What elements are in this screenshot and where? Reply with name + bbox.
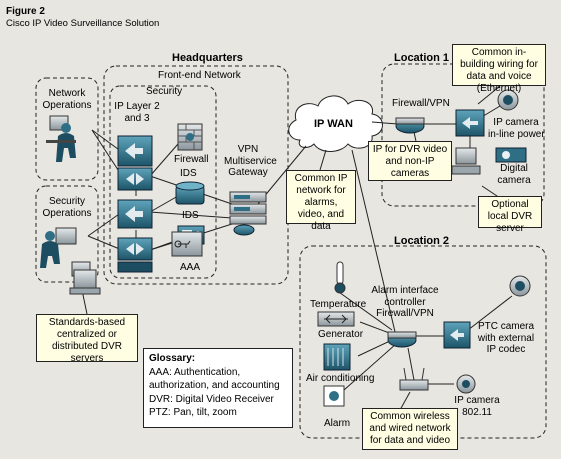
location2-boundary bbox=[299, 245, 547, 439]
hq-router-mid bbox=[117, 167, 153, 191]
inbuilding-wiring-note: Common in-building wiring for data and v… bbox=[452, 44, 546, 94]
firewall-icon bbox=[177, 123, 203, 151]
dvr-server-icon bbox=[69, 269, 101, 295]
temperature-label: Temperature bbox=[310, 299, 367, 310]
location2-title: Location 2 bbox=[394, 235, 450, 247]
frontend-network-label: Front-end Network bbox=[158, 70, 241, 81]
generator-icon bbox=[317, 311, 355, 327]
glossary-line: AAA: Authentication, bbox=[149, 366, 241, 378]
glossary-line: authorization, and accounting bbox=[149, 380, 280, 391]
local-dvr-note: Optional local DVR server bbox=[478, 196, 542, 234]
loc2-controller-router bbox=[387, 331, 417, 348]
alarm-label: Alarm bbox=[324, 418, 351, 429]
hq-router-bottom bbox=[117, 237, 153, 261]
ip-dvr-note: IP for DVR video and non-IP cameras bbox=[368, 141, 452, 181]
glossary-line: DVR: Digital Video Receiver bbox=[149, 393, 274, 405]
hq-switch-lower bbox=[117, 199, 153, 229]
alarm-icon bbox=[323, 385, 345, 407]
hq-switch-top bbox=[117, 135, 153, 167]
aaa-server-icon bbox=[171, 231, 203, 257]
loc1-digital-camera-pc bbox=[451, 147, 481, 175]
air-conditioner-icon bbox=[323, 343, 351, 371]
firewall-label: Firewall bbox=[174, 154, 209, 165]
generator-label: Generator bbox=[318, 329, 364, 340]
network-links bbox=[87, 105, 513, 391]
figure-label: Figure 2 bbox=[6, 6, 45, 17]
loc2-wireless-ap bbox=[399, 367, 429, 391]
dvr-servers-note: Standards-based centralized or distribut… bbox=[36, 314, 138, 364]
security-boundary bbox=[109, 85, 217, 279]
loc2-ptc-camera bbox=[509, 275, 531, 297]
common-ip-network-note: Common IP network for alarms, video, and… bbox=[286, 170, 356, 232]
figure-title: Cisco IP Video Surveillance Solution bbox=[6, 18, 160, 29]
wan-cloud bbox=[288, 95, 383, 152]
wireless-network-note: Common wireless and wired network for da… bbox=[362, 408, 458, 450]
glossary-line: PTZ: Pan, tilt, zoom bbox=[149, 407, 237, 418]
loc1-digital-camera bbox=[495, 147, 527, 163]
security-group-label: Security bbox=[146, 86, 183, 97]
headquarters-title: Headquarters bbox=[172, 52, 243, 64]
network-operator-figure bbox=[46, 115, 76, 162]
loc1-ip-camera bbox=[497, 89, 519, 111]
security-operator-figure bbox=[40, 227, 91, 277]
loc2-switch bbox=[443, 321, 471, 349]
ids-top-label: IDS bbox=[180, 168, 197, 179]
location1-title: Location 1 bbox=[394, 52, 450, 64]
ids-top-icon bbox=[175, 181, 205, 205]
network-operations-boundary bbox=[35, 77, 99, 181]
loc1-firewall-vpn-label: Firewall/VPN bbox=[392, 98, 450, 109]
air-conditioning-label: Air conditioning bbox=[306, 373, 375, 384]
aaa-label: AAA bbox=[180, 262, 201, 273]
vpn-gateway-icon bbox=[229, 191, 267, 236]
loc2-ip-camera-80211 bbox=[456, 374, 476, 394]
ids-bottom-label: IDS bbox=[182, 210, 199, 221]
loc1-switch bbox=[455, 109, 485, 137]
loc1-firewall-router bbox=[395, 117, 425, 134]
security-operations-boundary bbox=[35, 185, 99, 283]
glossary-title: Glossary: bbox=[149, 353, 196, 364]
glossary-box: Glossary: AAA: Authentication, authoriza… bbox=[143, 348, 293, 428]
wan-label: IP WAN bbox=[314, 118, 353, 130]
hq-switch-base bbox=[117, 261, 153, 273]
thermometer-icon bbox=[334, 261, 346, 294]
